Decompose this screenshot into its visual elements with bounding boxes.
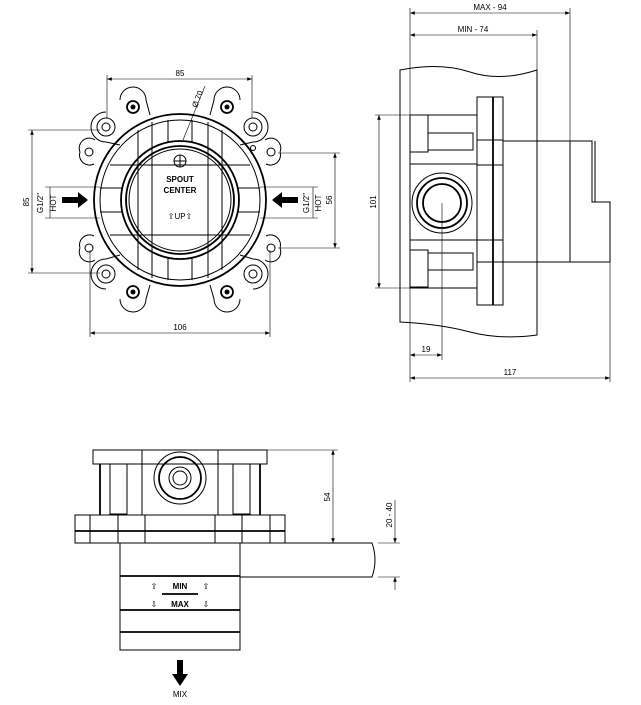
wall-section-bottom [239,542,376,578]
dim-offset: 19 [422,345,431,354]
inlet-right-size: G1/2" [302,193,311,213]
outer-ring [93,113,267,287]
inlet-left-size: G1/2" [36,193,45,213]
extension-sleeve [502,140,571,263]
outlet-label: MIX [173,690,188,699]
down-arrow-icon: ⇩ [203,600,210,609]
flange [74,514,286,544]
dim-height: 101 [369,195,378,209]
dim-wall: 20 - 40 [385,502,394,527]
side-view: MAX - 94 MIN - 74 101 19 117 [369,3,611,382]
dim-top: 85 [176,69,185,78]
bottom-view: MIN MAX ⇧ ⇧ ⇩ ⇩ MIX 54 20 - 40 [74,449,400,699]
dim-bottom: 106 [173,323,187,332]
inlet-left-arrow-icon [62,192,88,208]
dim-left: 85 [22,197,31,206]
dim-min: MIN - 74 [458,25,489,34]
down-arrow-icon: ⇩ [151,600,158,609]
ribs [100,120,260,280]
flange-plate [476,96,504,306]
inlet-right-label: HOT [314,194,323,211]
up-arrow-icon: ⇧ [151,582,158,591]
front-view: SPOUT CENTER ⇧UP⇧ 85 106 85 56 G1/2" HOT… [22,69,340,337]
up-arrow-icon: ⇧ [203,582,210,591]
dim-right: 56 [325,195,334,204]
inlet-right-arrow-icon [272,192,298,208]
inlet-left-label: HOT [49,194,58,211]
spout-center-crosshair-icon [173,154,187,168]
extension-sleeve-bottom [119,542,241,651]
min-label: MIN [173,582,188,591]
mounting-flange [78,86,282,313]
dim-height-bottom: 54 [323,492,332,501]
dim-total: 117 [504,368,517,377]
dim-diameter: Ø 70 [190,89,205,109]
screws [126,100,234,299]
up-label: ⇧UP⇧ [168,212,193,221]
center-label: CENTER [164,186,197,195]
outlet-arrow-icon [172,660,188,686]
max-label: MAX [171,600,189,609]
wall-section [399,65,538,338]
dim-max: MAX - 94 [473,3,507,12]
mounting-holes [84,117,276,284]
spout-label: SPOUT [166,175,194,184]
